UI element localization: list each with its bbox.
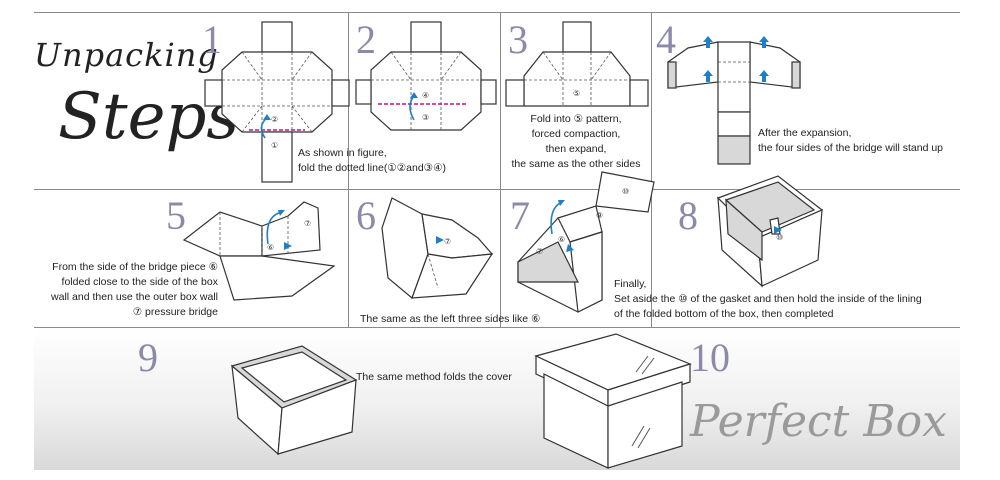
- bottom-band-background: [34, 328, 960, 470]
- step-3-caption: Fold into ⑤ pattern, forced compaction, …: [511, 113, 641, 170]
- step-7-label-b: ⑦: [536, 247, 543, 256]
- step-7-diagram: ⑥ ⑦ ⑨ ⑩: [517, 171, 655, 313]
- grid-line-top: [34, 12, 960, 13]
- step-2-label-a: ③: [422, 113, 429, 122]
- step-6-label-a: ⑦: [444, 237, 451, 246]
- step-3-diagram: ⑤: [505, 21, 649, 107]
- step-7-label-a: ⑥: [558, 235, 565, 244]
- step-6-caption: The same as the left three sides like ⑥: [360, 313, 541, 325]
- step-5-caption: From the side of the bridge piece ⑥ fold…: [51, 261, 218, 318]
- step-5-diagram: ⑥ ⑦: [182, 201, 336, 301]
- step-4-diagram: [667, 36, 801, 165]
- step-number-7: 7: [510, 193, 530, 238]
- step-number-8: 8: [678, 193, 698, 238]
- step-10-diagram: [534, 333, 692, 469]
- step-1-label-b: ②: [271, 115, 278, 124]
- grid-line-col2-top: [500, 12, 501, 189]
- step-1-label-a: ①: [271, 141, 278, 150]
- step-4-caption: After the expansion, the four sides of t…: [758, 127, 944, 154]
- step-number-6: 6: [356, 193, 376, 238]
- grid-line-col3-top: [651, 12, 652, 189]
- step-number-5: 5: [166, 193, 186, 238]
- step-3-label-a: ⑤: [573, 89, 580, 98]
- step-number-2: 2: [356, 17, 376, 62]
- grid-line-col3-mid: [651, 189, 652, 327]
- step-number-3: 3: [508, 17, 528, 62]
- step-7-label-d: ⑩: [622, 187, 629, 196]
- step-7-caption: Finally, Set aside the ⑩ of the gasket a…: [614, 278, 922, 320]
- step-9-diagram: [230, 345, 358, 456]
- step-5-label-a: ⑥: [267, 243, 274, 252]
- title-line1: Unpacking: [34, 36, 219, 74]
- grid-line-row2: [34, 327, 960, 328]
- step-number-1: 1: [202, 17, 222, 62]
- step-number-4: 4: [656, 17, 676, 62]
- step-2-label-b: ④: [422, 91, 429, 100]
- step-8-label-a: ⑩: [776, 233, 783, 242]
- step-6-diagram: ⑦: [381, 197, 494, 300]
- step-9-caption: The same method folds the cover: [356, 371, 512, 383]
- step-number-10: 10: [690, 335, 730, 380]
- step-8-diagram: ⑩: [716, 175, 824, 288]
- perfect-box-script: Perfect Box: [690, 396, 947, 447]
- step-1-caption: As shown in figure, fold the dotted line…: [298, 147, 446, 174]
- step-7-label-c: ⑨: [596, 211, 603, 220]
- step-2-diagram: ④ ③: [355, 21, 497, 131]
- grid-line-col2-mid: [500, 189, 501, 327]
- step-1-diagram: ② ①: [204, 21, 350, 183]
- grid-line-col1-mid: [348, 189, 349, 327]
- grid-line-row1: [34, 189, 960, 190]
- step-5-label-b: ⑦: [304, 219, 311, 228]
- step-number-9: 9: [138, 335, 158, 380]
